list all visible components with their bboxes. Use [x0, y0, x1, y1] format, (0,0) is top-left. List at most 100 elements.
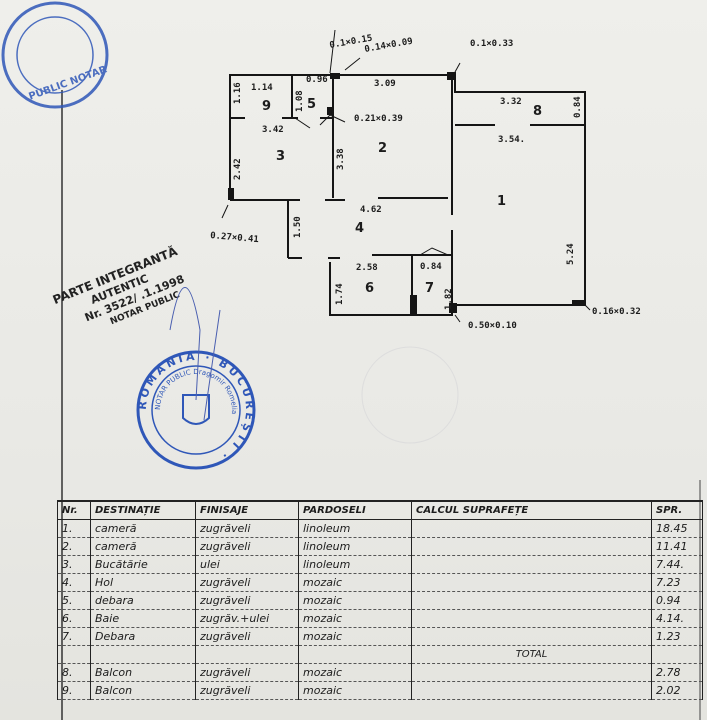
dim: 0.84: [420, 262, 442, 272]
dim: 5.24: [566, 243, 576, 265]
cell: 4.14.: [651, 609, 703, 628]
room-5-label: 5: [307, 97, 316, 112]
cell: 11.41: [651, 537, 703, 556]
room-7-label: 7: [425, 281, 434, 296]
cell: linoleum: [298, 555, 412, 574]
col-header: Nr.: [57, 500, 91, 520]
cell: linoleum: [298, 519, 412, 538]
room-9-label: 9: [262, 99, 271, 114]
room-4-label: 4: [355, 221, 364, 236]
dim: 3.38: [336, 148, 346, 170]
cell: zugrăv.+ulei: [195, 609, 299, 628]
dim: 3.09: [374, 79, 396, 89]
col-header: CALCUL SUPRAFEȚE: [411, 500, 652, 520]
cell: 0.94: [651, 591, 703, 610]
cell: Bucătărie: [90, 555, 196, 574]
cell: ulei: [195, 555, 299, 574]
dim: 3.54.: [498, 135, 525, 145]
col-header: PARDOSELI: [298, 500, 412, 520]
surface-table: Nr. DESTINAȚIE FINISAJE PARDOSELI CALCUL…: [57, 500, 703, 700]
dim: 0.96: [306, 75, 328, 85]
cell: Baie: [90, 609, 196, 628]
faint-seal-impression: [361, 346, 459, 444]
cell: [411, 663, 652, 682]
col-header: FINISAJE: [195, 500, 299, 520]
cell: zugrăveli: [195, 537, 299, 556]
dim: 1.16: [233, 82, 243, 104]
top-left-seal: PUBLIC NOTAR: [1, 1, 109, 109]
cell: Debara: [90, 627, 196, 646]
cell: 2.78: [651, 663, 703, 682]
svg-text:NOTAR PUBLIC Dragomir Romelia: NOTAR PUBLIC Dragomir Romelia: [154, 368, 238, 415]
cell: 2.02: [651, 681, 703, 700]
cell: 7.23: [651, 573, 703, 592]
cell: [411, 609, 652, 628]
cell: 7.: [57, 627, 91, 646]
cell: Balcon: [90, 681, 196, 700]
dim: 0.21×0.39: [354, 114, 403, 124]
seal-outer-text: ROMANIA · BUCUREȘTI ·: [136, 350, 254, 464]
cell: 8.: [57, 663, 91, 682]
cell: Hol: [90, 573, 196, 592]
cell: zugrăveli: [195, 519, 299, 538]
dim: 0.27×0.41: [210, 231, 259, 245]
cell: mozaic: [298, 663, 412, 682]
dim: 2.42: [233, 158, 243, 180]
dim: 1.74: [335, 283, 345, 305]
cell: 7.44.: [651, 555, 703, 574]
door-swings: [221, 29, 591, 323]
cell: 5.: [57, 591, 91, 610]
cell: [411, 681, 652, 700]
room-6-label: 6: [365, 281, 374, 296]
cell: 4.: [57, 573, 91, 592]
dim: 4.62: [360, 205, 382, 215]
coat-of-arms-icon: [182, 394, 210, 425]
cell: [411, 627, 652, 646]
cell: 2.: [57, 537, 91, 556]
cell: linoleum: [298, 537, 412, 556]
cell: debara: [90, 591, 196, 610]
dim: 1.82: [444, 288, 454, 310]
dim: 0.16×0.32: [592, 307, 641, 317]
dim: 3.32: [500, 97, 522, 107]
cell: 9.: [57, 681, 91, 700]
signature: [169, 287, 221, 421]
cell: [411, 519, 652, 538]
cell: zugrăveli: [195, 573, 299, 592]
dim: 0.84: [573, 96, 583, 118]
notary-rect-stamp: PARTE INTEGRANTĂ AUTENTIC Nr. 3522/ .1.1…: [50, 243, 186, 327]
dim: 3.42: [262, 125, 284, 135]
dim: 1.08: [295, 90, 305, 112]
dim: 0.50×0.10: [468, 321, 517, 331]
cell: 18.45: [651, 519, 703, 538]
cell: [411, 573, 652, 592]
seal-text: PUBLIC NOTAR: [27, 64, 108, 103]
dim: 2.58: [356, 263, 378, 273]
room-1-label: 1: [497, 194, 506, 209]
cell: zugrăveli: [195, 627, 299, 646]
col-header: SPR.: [651, 500, 703, 520]
cell: [411, 591, 652, 610]
cell: mozaic: [298, 573, 412, 592]
table-header: Nr. DESTINAȚIE FINISAJE PARDOSELI CALCUL…: [57, 500, 703, 520]
total-row: TOTAL: [57, 645, 703, 664]
dim: 0.1×0.33: [470, 39, 513, 49]
room-2-label: 2: [378, 141, 387, 156]
cell: Balcon: [90, 663, 196, 682]
room-3-label: 3: [276, 149, 285, 164]
seal-inner-text: NOTAR PUBLIC Dragomir Romelia: [154, 368, 238, 415]
cell: 1.: [57, 519, 91, 538]
dim: 1.14: [251, 83, 273, 93]
room-8-label: 8: [533, 104, 542, 119]
cell: zugrăveli: [195, 591, 299, 610]
cell: zugrăveli: [195, 663, 299, 682]
